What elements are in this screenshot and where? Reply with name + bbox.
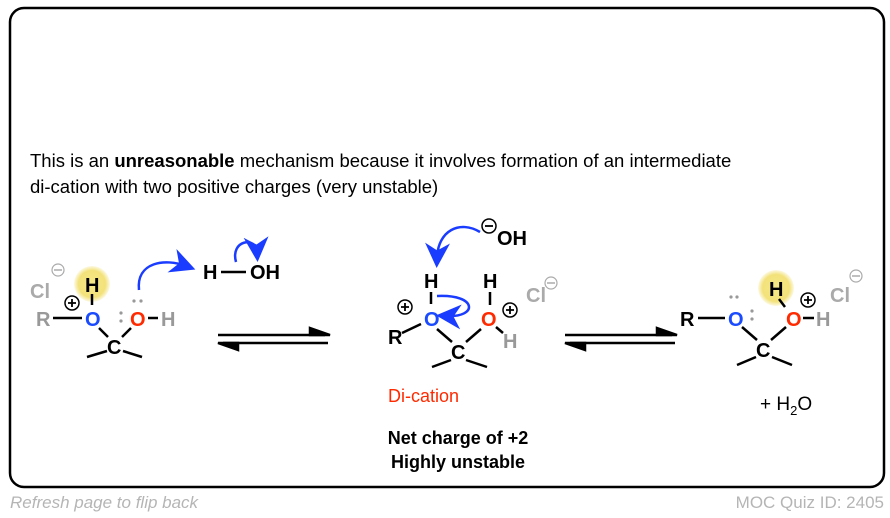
bond-line	[139, 299, 143, 303]
minus-charge-icon	[51, 263, 65, 277]
minus-charge-icon	[544, 276, 558, 290]
atom-label: C	[451, 342, 465, 364]
curved-arrow-icon	[137, 248, 196, 291]
card-border	[8, 6, 886, 489]
reactant-molecule: Cl H R O O H C H OH	[30, 236, 280, 359]
bond-line	[770, 326, 787, 341]
description-text: This is an unreasonable mechanism becaus…	[30, 150, 731, 197]
atom-label: H	[769, 279, 783, 301]
atom-label: di-cation with two positive charges (ver…	[30, 176, 438, 197]
dication-intermediate: OH H O R H O H C Cl	[388, 218, 558, 369]
bond-line	[564, 341, 587, 352]
refresh-hint[interactable]: Refresh page to flip back	[10, 493, 200, 512]
bond-line	[217, 341, 240, 352]
bond-line	[68, 299, 76, 307]
atom-label: This is an	[30, 150, 114, 171]
bond-line	[506, 306, 514, 314]
bond-line	[122, 349, 143, 359]
bond-line	[121, 327, 132, 338]
atom-label: H	[816, 309, 830, 331]
water-byproduct: + H2O	[760, 394, 812, 418]
bond-line	[735, 295, 739, 299]
bond-line	[465, 358, 488, 369]
quiz-id: MOC Quiz ID: 2405	[736, 493, 884, 512]
minus-charge-icon	[849, 269, 863, 283]
unstable-label: Highly unstable	[391, 452, 525, 472]
bond-line	[771, 355, 793, 367]
bond-line	[750, 317, 754, 321]
atom-label: R	[680, 309, 695, 331]
dication-label: Di-cation	[388, 386, 459, 406]
atom-label: C	[756, 340, 770, 362]
atom-label: O	[85, 309, 101, 331]
atom-label: Cl	[526, 285, 546, 307]
bond-line	[119, 319, 123, 323]
atom-label: OH	[250, 262, 280, 284]
atom-label: This is an unreasonable mechanism becaus…	[30, 150, 731, 171]
bond-line	[729, 295, 733, 299]
atom-label: O	[786, 309, 802, 331]
plus-charge-icon	[502, 302, 518, 318]
bond-line	[86, 349, 108, 359]
atom-label: H	[483, 271, 497, 293]
bond-line	[431, 358, 452, 369]
atom-label: + H	[760, 394, 790, 415]
curved-arrow-icon	[425, 225, 481, 268]
atom-label: H	[203, 262, 217, 284]
atom-label: O	[481, 309, 497, 331]
bond-line	[436, 328, 453, 343]
atom-label: C	[107, 337, 121, 359]
atom-label: mechanism because it involves formation …	[235, 150, 732, 171]
curved-arrow-icon	[233, 236, 269, 263]
atom-label: H	[161, 309, 175, 331]
bond-line	[750, 309, 754, 313]
bond-line	[495, 326, 504, 334]
minus-charge-icon	[481, 218, 497, 234]
atom-label: O	[424, 309, 440, 331]
atom-label: R	[388, 327, 403, 349]
bond-line	[401, 322, 422, 335]
equilibrium-arrow-icon	[217, 326, 331, 352]
bond-line	[465, 328, 482, 343]
highlight-glow	[758, 270, 794, 306]
plus-charge-icon	[800, 292, 816, 308]
atom-label: 2	[790, 403, 797, 418]
atom-label: H	[424, 271, 438, 293]
atom-label: O	[797, 394, 812, 415]
atom-label: Cl	[30, 281, 50, 303]
plus-charge-icon	[64, 295, 80, 311]
atom-label: R	[36, 309, 51, 331]
atom-label: H	[85, 275, 99, 297]
plus-charge-icon	[397, 299, 413, 315]
equilibrium-arrow-icon	[564, 326, 678, 352]
product-molecule: R O H O H Cl C	[680, 269, 863, 367]
bond-line	[401, 303, 409, 311]
atom-label: H	[503, 331, 517, 353]
bond-line	[308, 326, 331, 337]
bond-line	[119, 311, 123, 315]
bond-line	[804, 296, 812, 304]
bond-line	[98, 327, 109, 338]
atom-label: O	[130, 309, 146, 331]
bond-line	[132, 299, 136, 303]
atom-label: O	[728, 309, 744, 331]
bond-line	[778, 298, 786, 308]
atom-label: OH	[497, 228, 527, 250]
curved-arrow-icon	[436, 294, 471, 330]
bond-line	[741, 326, 758, 341]
atom-label: Cl	[830, 285, 850, 307]
bond-line	[736, 355, 757, 367]
highlight-glow	[74, 266, 110, 302]
atom-label: unreasonable	[114, 150, 234, 171]
net-charge-label: Net charge of +2	[388, 428, 529, 448]
bond-line	[655, 326, 678, 337]
